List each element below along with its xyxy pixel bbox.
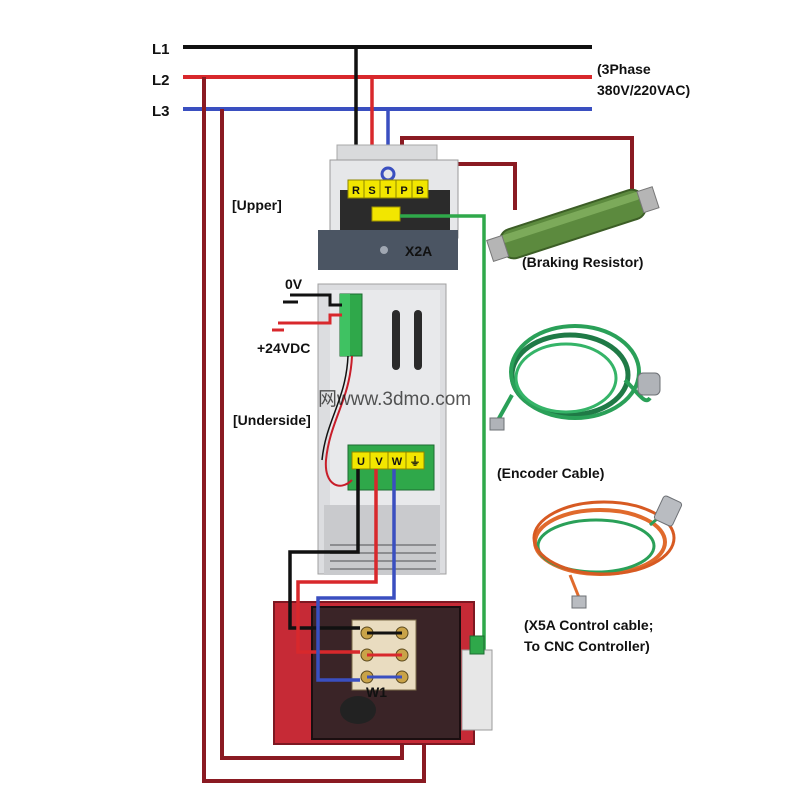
terminal-label-p: P [400,185,407,197]
terminal-label-r: R [352,185,360,197]
terminal-label-u: U [357,456,365,468]
vent-slot-2 [414,310,422,370]
drive-upper: R S T P B X2A [318,144,459,270]
supply-label-line2: 380V/220VAC) [597,82,690,98]
terminal-b [411,179,429,199]
control-coil-2 [536,518,656,574]
output-wire-w [316,469,396,682]
x2a-plug [371,206,401,222]
zero-v-label: 0V [285,276,303,292]
motor-cable-gland [340,696,376,724]
control-cable-label-line1: (X5A Control cable; [524,617,653,633]
vent-slot-1 [392,310,400,370]
braking-resistor-label: (Braking Resistor) [522,254,643,270]
encoder-tail [623,378,652,403]
supply-lines [183,45,592,111]
terminal-label-t: T [385,185,392,197]
brake-signal-wire [324,355,353,487]
l3-label: L3 [152,103,170,120]
plus24-wire [278,313,342,325]
w1-label: W1 [366,684,387,700]
terminal-pe [405,451,425,470]
terminal-label-v: V [375,456,383,468]
dc-supply-wires [272,293,342,332]
resistor-highlight [501,192,641,243]
drive-fan-housing [324,505,440,575]
supply-label-line1: (3Phase [597,61,651,77]
motor-terminal-box [273,601,493,745]
ground-icon: ⏚ [410,455,421,468]
motor-encoder-housing [461,649,493,731]
terminal-label-w: W [392,456,403,468]
encoder-connector-icon [637,372,661,396]
terminal-label-b: B [416,185,424,197]
l2-label: L2 [152,72,170,89]
zero-v-wire [290,293,342,307]
l1-label: L1 [152,41,170,58]
control-plug-icon [571,595,587,609]
encoder-cable-label: (Encoder Cable) [497,465,604,481]
control-cable-label-line2: To CNC Controller) [524,638,650,654]
encoder-coil-3 [514,342,618,414]
braking-resistor [486,186,660,263]
watermark: 网www.3dmo.com [318,389,471,410]
motor-ground-terminal [469,635,485,655]
output-wire-u [288,469,360,630]
input-terminal-block: R S T P B [347,179,429,199]
drive-lower: U V W ⏚ [317,283,447,575]
encoder-cable [489,324,661,431]
screw-icon [380,246,388,254]
resistor-cap-left [486,234,510,263]
resistor-cap-right [636,186,660,214]
terminal-label-s: S [368,185,375,197]
x2a-label: X2A [405,243,432,259]
encoder-coil-2 [509,324,641,420]
underside-label: [Underside] [233,412,311,428]
control-coil-3 [532,500,676,576]
encoder-plug-icon [489,417,505,431]
brake-signal-wire-black [321,355,349,461]
upper-label: [Upper] [232,197,282,213]
encoder-lead [496,394,514,421]
plus24-label: +24VDC [257,340,310,356]
io-connector-face [340,294,350,356]
db-connector-icon [653,495,683,527]
output-wires [288,469,396,682]
motor-link-wires [367,631,402,679]
control-cable [532,495,683,609]
